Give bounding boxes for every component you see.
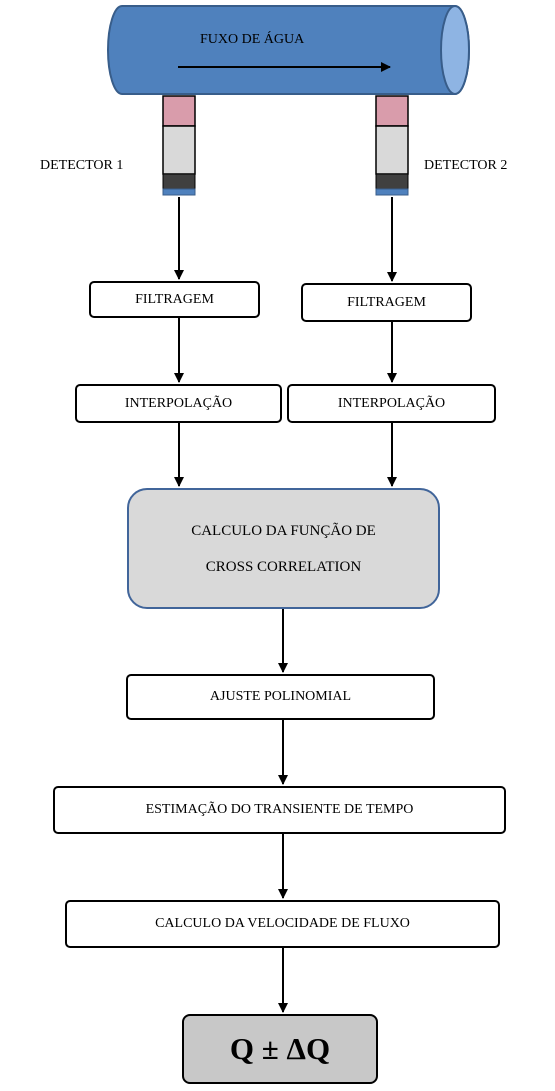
correlation-line-2: CROSS CORRELATION (205, 558, 362, 575)
cross-correlation-box: CALCULO DA FUNÇÃO DE CROSS CORRELATION (127, 488, 440, 609)
pipe-label: FUXO DE ÁGUA (200, 32, 305, 47)
flow-velocity-box: CALCULO DA VELOCIDADE DE FLUXO (65, 900, 500, 948)
interpolation-box-1: INTERPOLAÇÃO (75, 384, 282, 423)
filter-box-1: FILTRAGEM (89, 281, 260, 318)
water-pipe (107, 5, 470, 95)
detector-1-label: DETECTOR 1 (40, 158, 124, 173)
polynomial-fit-box: AJUSTE POLINOMIAL (126, 674, 435, 720)
correlation-line-1: CALCULO DA FUNÇÃO DE (191, 522, 376, 539)
transient-estimation-box: ESTIMAÇÃO DO TRANSIENTE DE TEMPO (53, 786, 506, 834)
filter-box-2: FILTRAGEM (301, 283, 472, 322)
detector-2-probe (375, 95, 409, 196)
detector-2-label: DETECTOR 2 (424, 158, 508, 173)
result-box: Q ± ΔQ (182, 1014, 378, 1084)
interpolation-box-2: INTERPOLAÇÃO (287, 384, 496, 423)
detector-1-probe (162, 95, 196, 196)
pipe-end (440, 5, 470, 95)
